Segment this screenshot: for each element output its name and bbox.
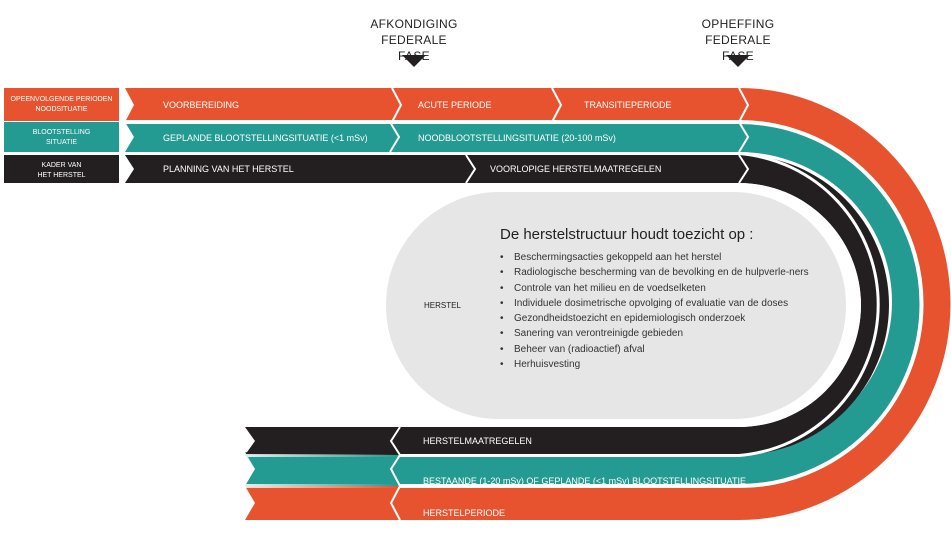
panel-item: Beschermingsacties gekoppeld aan het her…: [500, 251, 830, 265]
herstel-side-label: HERSTEL: [424, 301, 461, 310]
return-bestaande-blootstelling: BESTAANDE (1-20 mSv) OF GEPLANDE (<1 mSv…: [423, 476, 746, 486]
milestone-opheffing: OPHEFFING FEDERALE FASE: [688, 16, 788, 64]
segment-acute-periode: ACUTE PERIODE: [418, 100, 492, 110]
black-row-label-1: KADER VAN: [42, 162, 82, 169]
panel-list: Beschermingsacties gekoppeld aan het her…: [500, 251, 830, 373]
return-herstelmaatregelen: HERSTELMAATREGELEN: [423, 436, 532, 446]
label-box-black: [4, 155, 119, 183]
black-row-label-2: HET HERSTEL: [37, 172, 85, 179]
panel-item: Beheer van (radioactief) afval: [500, 343, 830, 357]
milestone-afkondiging-text: AFKONDIGING FEDERALE FASE: [370, 17, 458, 63]
black-band: [125, 155, 889, 455]
afkondiging-marker: [402, 55, 426, 67]
return-herstelperiode: HERSTELPERIODE: [423, 508, 505, 518]
panel-item: Sanering van verontreinigde gebieden: [500, 327, 830, 341]
orange-row-label-2: NOODSITUATIE: [36, 106, 88, 113]
segment-voorlopige-herstelmaatregelen: VOORLOPIGE HERSTELMAATREGELEN: [490, 164, 661, 174]
teal-row-label-1: BLOOTSTELLING: [33, 129, 91, 136]
segment-planning-herstel: PLANNING VAN HET HERSTEL: [163, 164, 294, 174]
panel-item: Gezondheidstoezicht en epidemiologisch o…: [500, 312, 830, 326]
panel-item: Individuele dosimetrische opvolging of e…: [500, 297, 830, 311]
panel-item: Herhuisvesting: [500, 358, 830, 372]
teal-row-label-2: SITUATIE: [46, 139, 77, 146]
panel-item: Radiologische bescherming van de bevolki…: [500, 266, 830, 280]
panel-item: Controle van het milieu en de voedselket…: [500, 282, 830, 296]
milestone-afkondiging: AFKONDIGING FEDERALE FASE: [364, 16, 464, 64]
orange-row-label-1: OPEENVOLGENDE PERIODEN: [11, 96, 113, 103]
segment-geplande-blootstelling: GEPLANDE BLOOTSTELLINGSITUATIE (<1 mSv): [163, 133, 368, 143]
milestone-opheffing-text: OPHEFFING FEDERALE FASE: [701, 17, 775, 63]
teal-band: [125, 122, 922, 486]
label-box-orange: [4, 88, 119, 121]
segment-voorbereiding: VOORBEREIDING: [163, 100, 239, 110]
opheffing-marker: [726, 55, 750, 67]
segment-transitieperiode: TRANSITIEPERIODE: [584, 100, 672, 110]
label-box-teal: [4, 122, 119, 152]
panel-title: De herstelstructuur houdt toezicht op :: [500, 226, 754, 243]
segment-noodblootstelling: NOODBLOOTSTELLINGSITUATIE (20-100 mSv): [418, 133, 616, 143]
